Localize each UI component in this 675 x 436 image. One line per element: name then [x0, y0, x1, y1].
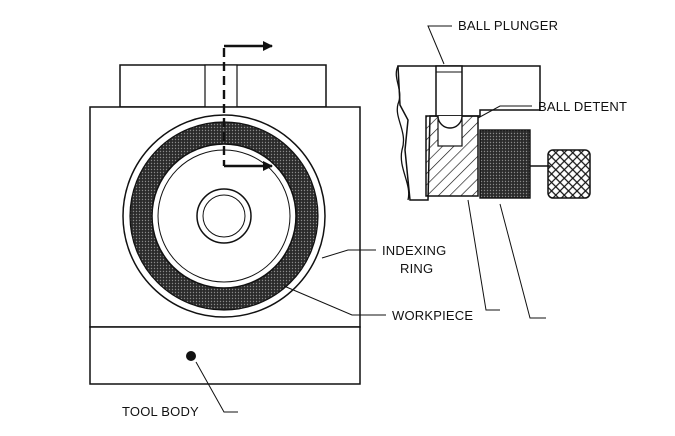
label-ball-detent: BALL DETENT — [538, 99, 627, 114]
detent-ball — [437, 115, 463, 129]
ball-detent-detail — [395, 65, 591, 201]
center-hole-inner — [202, 194, 246, 238]
base-plate — [89, 326, 361, 385]
label-tool-body: TOOL BODY — [122, 404, 199, 419]
detent-plunger-body — [435, 65, 463, 117]
knurled-knob — [547, 149, 591, 199]
leader-body-wall — [467, 199, 500, 311]
leader-tool-body — [195, 361, 238, 413]
label-workpiece: WORKPIECE — [392, 308, 473, 323]
plunger-bore — [204, 64, 238, 108]
leader-workpiece — [283, 285, 386, 316]
label-ball-plunger: BALL PLUNGER — [458, 18, 558, 33]
label-ring: RING — [400, 261, 433, 276]
base-hole — [186, 351, 196, 361]
leader-lines — [195, 25, 546, 413]
label-indexing: INDEXING — [382, 243, 446, 258]
leader-ball-plunger — [427, 25, 452, 65]
leader-ball-detent — [477, 105, 532, 119]
workpiece-section — [479, 129, 531, 199]
break-line-left — [395, 65, 410, 201]
main-assembly — [89, 41, 361, 385]
leader-indexing-ring — [321, 249, 376, 259]
center-hole-outer — [196, 188, 252, 244]
leader-workpiece-detail — [499, 203, 546, 319]
